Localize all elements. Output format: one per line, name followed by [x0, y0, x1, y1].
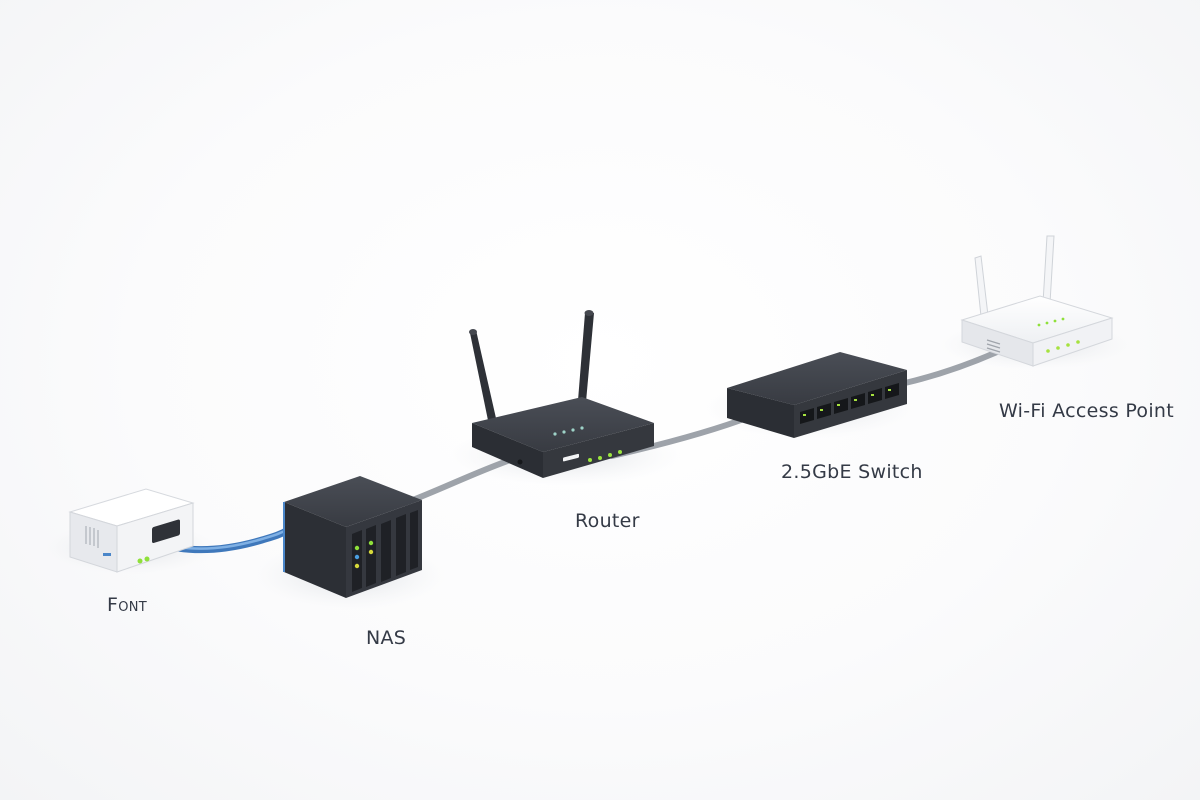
nas-status-leds: [354, 540, 374, 569]
switch-label: 2.5GbE Switch: [781, 461, 923, 483]
router-status-bar: [563, 453, 579, 462]
access-point-label: Wi-Fi Access Point: [999, 400, 1175, 422]
access-point-device[interactable]: [960, 235, 1114, 367]
ont-logo: [103, 553, 111, 556]
ont-vents: [85, 526, 99, 548]
cable-ont-nas-highlight: [176, 527, 290, 550]
ont-led-2: [144, 556, 150, 562]
router-label: Router: [575, 510, 640, 532]
ont-device[interactable]: [68, 488, 195, 573]
router-front-leds: [588, 450, 622, 462]
router-device[interactable]: [469, 310, 654, 478]
ap-front-leds: [1046, 340, 1080, 353]
cables: [174, 349, 1000, 554]
cable-switch-ap: [902, 349, 1000, 386]
nas-drive-bays: [352, 510, 418, 592]
ont-label: Font: [107, 594, 148, 616]
nas-device[interactable]: [283, 476, 422, 598]
switch-ports: [800, 383, 899, 424]
switch-port-leds: [803, 389, 891, 416]
ont-port: [152, 519, 180, 544]
ap-vents: [986, 339, 1001, 353]
router-top-leds: [553, 426, 584, 436]
switch-device[interactable]: [727, 352, 907, 438]
ont-led: [137, 558, 143, 564]
router-side-port: [517, 459, 523, 465]
ap-top-leds: [1037, 317, 1065, 327]
router-antennas: [469, 310, 594, 430]
nas-label: NAS: [366, 627, 407, 649]
